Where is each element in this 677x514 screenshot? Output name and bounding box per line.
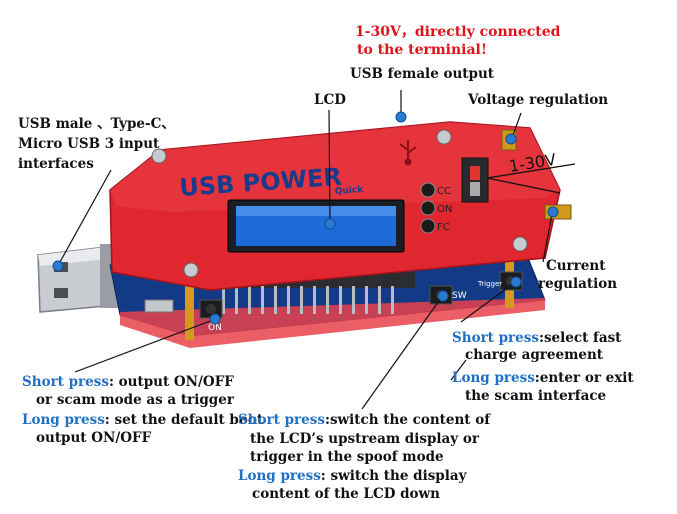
pcb-trigger-label: Trigger (477, 280, 502, 288)
on-indicator (420, 200, 436, 216)
screw-icon (436, 129, 452, 145)
marker-dot-icon (209, 313, 221, 325)
usb-input-line2: Micro USB 3 input (18, 136, 160, 152)
screw-icon (183, 262, 199, 278)
fc-short-line2: charge agreement (465, 347, 604, 363)
marker-dot-icon (510, 276, 522, 288)
sw-short-press: Short press:switch the content of (238, 412, 491, 428)
on-label: ON (437, 204, 452, 215)
on-long-press: Long press: set the default boot (22, 412, 264, 428)
fc-short-press: Short press:select fast (452, 330, 622, 346)
cc-indicator (420, 182, 436, 198)
sw-line5: content of the LCD down (252, 486, 440, 502)
marker-dot-icon (395, 111, 407, 123)
current-label-line1: Current (546, 258, 606, 274)
voltage-regulation-label: Voltage regulation (468, 92, 609, 108)
fc-label: FC (437, 222, 450, 233)
marker-dot-icon (505, 133, 517, 145)
usb-input-line3: interfaces (18, 156, 94, 172)
usb-trident-icon (399, 140, 417, 166)
cc-label: CC (437, 186, 451, 197)
voltage-potentiometer[interactable] (461, 157, 489, 203)
warning-line2: to the terminial! (357, 42, 488, 58)
screw-icon (512, 236, 528, 252)
sw-long-press: Long press: switch the display (238, 468, 467, 484)
sw-line2: the LCD’s upstream display or (250, 431, 479, 447)
lcd-label: LCD (314, 92, 346, 108)
brand-quick: Quick (335, 185, 365, 197)
fc-long-press: Long press:enter or exit (452, 370, 634, 386)
pcb-on-label: ON (208, 323, 222, 333)
screw-icon (151, 148, 167, 164)
usb-input-line1: USB male 、Type-C、 (18, 116, 175, 132)
pcb-sw-label: SW (452, 291, 467, 301)
brass-standoff (185, 285, 194, 340)
marker-dot-icon (52, 260, 64, 272)
marker-dot-icon (547, 206, 559, 218)
current-label-line2: regulation (538, 276, 618, 292)
plug-hole-icon (54, 288, 68, 298)
fc-long-line2: the scam interface (465, 388, 607, 404)
on-short-line2: or scam mode as a trigger (36, 392, 234, 408)
warning-line1: 1-30V，directly connected (355, 24, 561, 40)
sw-line3: trigger in the spoof mode (250, 449, 444, 465)
red-case: CC ON FC (109, 121, 572, 291)
usb-male-plug (37, 244, 120, 313)
micro-usb-port (144, 299, 174, 313)
fc-indicator (420, 218, 436, 234)
marker-dot-icon (324, 218, 336, 230)
usb-output-label: USB female output (350, 66, 495, 82)
marker-dot-icon (437, 290, 449, 302)
on-short-press: Short press: output ON/OFF (22, 374, 234, 390)
on-long-line2: output ON/OFF (36, 430, 152, 446)
